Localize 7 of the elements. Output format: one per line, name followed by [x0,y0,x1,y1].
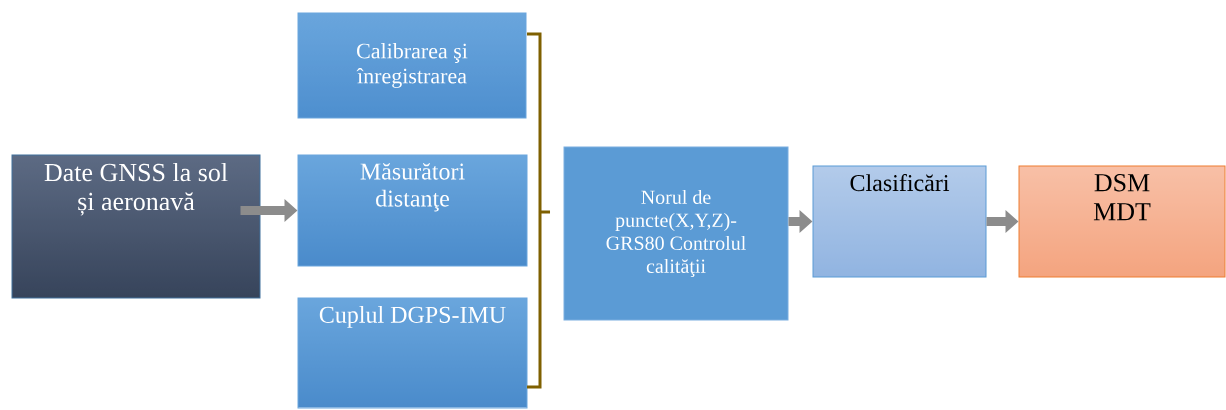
process-box: Norul de puncte(X,Y,Z)- GRS80 Controlul calităţii [563,146,789,321]
process-box: Cuplul DGPS-IMU [297,297,528,409]
process-box: DSM MDT [1018,165,1226,278]
process-box: Date GNSS la sol și aeronavă [11,154,261,299]
process-box: Calibrarea şi înregistrarea [297,12,527,119]
process-box: Măsurători distanţe [297,154,528,267]
process-box: Clasificări [812,165,987,278]
